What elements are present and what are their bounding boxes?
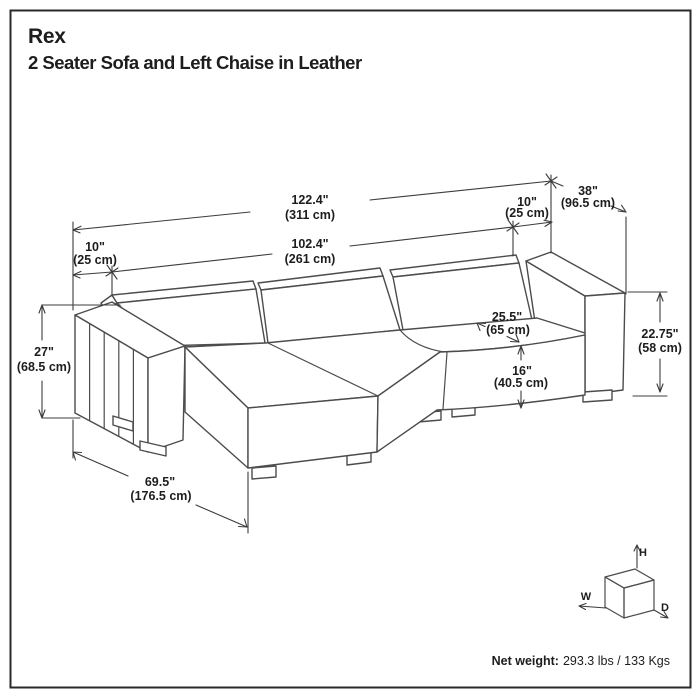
cube-top-face bbox=[604, 568, 655, 589]
left-armrest-front bbox=[147, 345, 186, 453]
sofa-drawing bbox=[74, 251, 626, 480]
dim-seat-height-in: 16" bbox=[512, 364, 532, 378]
orientation-cube: H W D bbox=[578, 544, 669, 619]
page-subtitle: 2 Seater Sofa and Left Chaise in Leather bbox=[28, 52, 362, 73]
dim-depth-cm: (96.5 cm) bbox=[561, 196, 615, 210]
dim-seat-height: 16" (40.5 cm) bbox=[494, 345, 548, 409]
height-axis-arrow bbox=[633, 544, 641, 569]
dim-left-arm-in: 10" bbox=[85, 240, 105, 254]
height-axis-label: H bbox=[639, 547, 647, 559]
cube-left-face bbox=[604, 576, 625, 619]
right-armrest-leg bbox=[582, 389, 613, 403]
dim-left-arm-width: 10" (25 cm) bbox=[72, 240, 117, 279]
dim-left-arm-cm: (25 cm) bbox=[73, 253, 117, 267]
page-border bbox=[9, 9, 692, 689]
net-weight-value: 293.3 lbs / 133 Kgs bbox=[563, 654, 670, 668]
dim-chaise-length-cm: (176.5 cm) bbox=[130, 489, 191, 503]
seat-front-seam bbox=[442, 351, 448, 410]
dim-inner-width: 102.4" (261 cm) bbox=[105, 219, 520, 280]
left-armrest-leg-front bbox=[139, 440, 167, 457]
dim-overall-width-in: 122.4" bbox=[291, 193, 328, 207]
dim-right-arm-width: 10" (25 cm) bbox=[505, 195, 553, 228]
seat-front-face bbox=[376, 334, 586, 453]
net-weight: Net weight: 293.3 lbs / 133 Kgs bbox=[492, 654, 670, 668]
left-armrest bbox=[74, 301, 186, 457]
depth-axis-label: D bbox=[661, 602, 669, 614]
net-weight-label: Net weight: bbox=[492, 654, 559, 668]
extension-lines bbox=[41, 174, 668, 534]
chaise-seat-seam bbox=[267, 342, 379, 397]
right-armrest-front bbox=[584, 292, 626, 396]
depth-axis-arrow bbox=[653, 609, 669, 619]
seat-and-chaise bbox=[184, 317, 586, 469]
sofa-backrest bbox=[100, 254, 533, 347]
left-armrest-channel-lines bbox=[89, 323, 134, 445]
chaise-leg-left bbox=[251, 465, 277, 480]
dim-inner-width-in: 102.4" bbox=[291, 237, 328, 251]
dim-chaise-length-in: 69.5" bbox=[145, 475, 175, 489]
dim-seat-height-cm: (40.5 cm) bbox=[494, 376, 548, 390]
dim-arm-height: 22.75" (58 cm) bbox=[638, 292, 682, 393]
dim-back-height-cm: (68.5 cm) bbox=[17, 360, 71, 374]
left-armrest-leg-back bbox=[112, 415, 134, 432]
dim-seat-depth: 25.5" (65 cm) bbox=[476, 310, 530, 343]
dim-arm-height-cm: (58 cm) bbox=[638, 341, 682, 355]
dim-inner-width-cm: (261 cm) bbox=[285, 252, 336, 266]
width-axis-arrow bbox=[578, 602, 607, 611]
dimension-annotations: 122.4" (311 cm) 102.4" (261 cm) 10" (25 … bbox=[17, 173, 682, 534]
width-axis-label: W bbox=[581, 591, 592, 603]
dim-chaise-length: 69.5" (176.5 cm) bbox=[72, 451, 248, 528]
cube-right-face bbox=[623, 579, 655, 619]
dim-right-arm-in: 10" bbox=[517, 195, 537, 209]
dim-arm-height-in: 22.75" bbox=[641, 327, 678, 341]
dim-right-arm-cm: (25 cm) bbox=[505, 206, 549, 220]
dim-depth: 38" (96.5 cm) bbox=[550, 180, 627, 213]
page-title: Rex bbox=[28, 25, 66, 48]
dim-back-height-in: 27" bbox=[34, 345, 54, 359]
dim-seat-depth-cm: (65 cm) bbox=[486, 323, 530, 337]
dim-overall-width-cm: (311 cm) bbox=[285, 208, 335, 222]
dim-seat-depth-in: 25.5" bbox=[492, 310, 522, 324]
dim-overall-width: 122.4" (311 cm) bbox=[72, 173, 558, 234]
dim-depth-in: 38" bbox=[578, 184, 598, 198]
dim-back-height: 27" (68.5 cm) bbox=[17, 304, 71, 419]
